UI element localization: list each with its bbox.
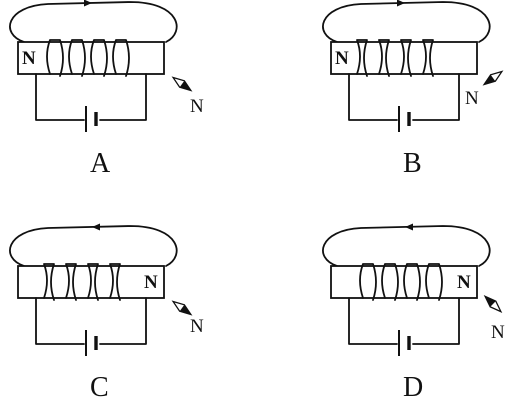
solenoid-pole-label: N xyxy=(144,272,158,293)
compass-north-label: N xyxy=(190,96,204,117)
option-label-a: A xyxy=(90,148,111,179)
compass-north-label: N xyxy=(190,316,204,337)
battery xyxy=(398,106,411,132)
solenoid-pole-label: N xyxy=(22,48,36,69)
current-direction-arrow xyxy=(397,0,405,7)
panel-b: N N B xyxy=(322,0,504,179)
solenoid-pole-label: N xyxy=(457,272,471,293)
circuit-wire xyxy=(35,297,147,345)
coil-turns xyxy=(43,263,121,301)
compass-needle xyxy=(483,295,503,313)
current-loop-wire xyxy=(322,1,491,43)
current-direction-arrow xyxy=(92,223,100,231)
coil-turns xyxy=(356,39,434,77)
option-label-b: B xyxy=(403,148,422,179)
current-direction-arrow xyxy=(405,223,413,231)
coil-turns xyxy=(46,39,130,77)
option-label-d: D xyxy=(403,372,423,403)
circuit-wire xyxy=(35,73,147,121)
compass-north-label: N xyxy=(465,88,479,109)
coil-turns xyxy=(359,263,443,301)
battery xyxy=(398,330,411,356)
panel-d: N N D xyxy=(322,223,505,403)
current-direction-arrow xyxy=(84,0,92,7)
compass-needle xyxy=(171,76,193,92)
circuit-wire xyxy=(348,73,460,121)
compass-north-label: N xyxy=(491,322,505,343)
battery xyxy=(85,330,98,356)
current-loop-wire xyxy=(322,225,491,267)
current-loop-wire xyxy=(9,225,178,267)
option-label-c: C xyxy=(90,372,109,403)
compass-needle xyxy=(171,300,193,316)
battery xyxy=(85,106,98,132)
circuit-wire xyxy=(348,297,460,345)
panel-c: N N C xyxy=(9,223,204,403)
compass-needle xyxy=(482,70,504,86)
current-loop-wire xyxy=(9,1,178,43)
solenoid-pole-label: N xyxy=(335,48,349,69)
panel-a: N N A xyxy=(9,0,204,179)
